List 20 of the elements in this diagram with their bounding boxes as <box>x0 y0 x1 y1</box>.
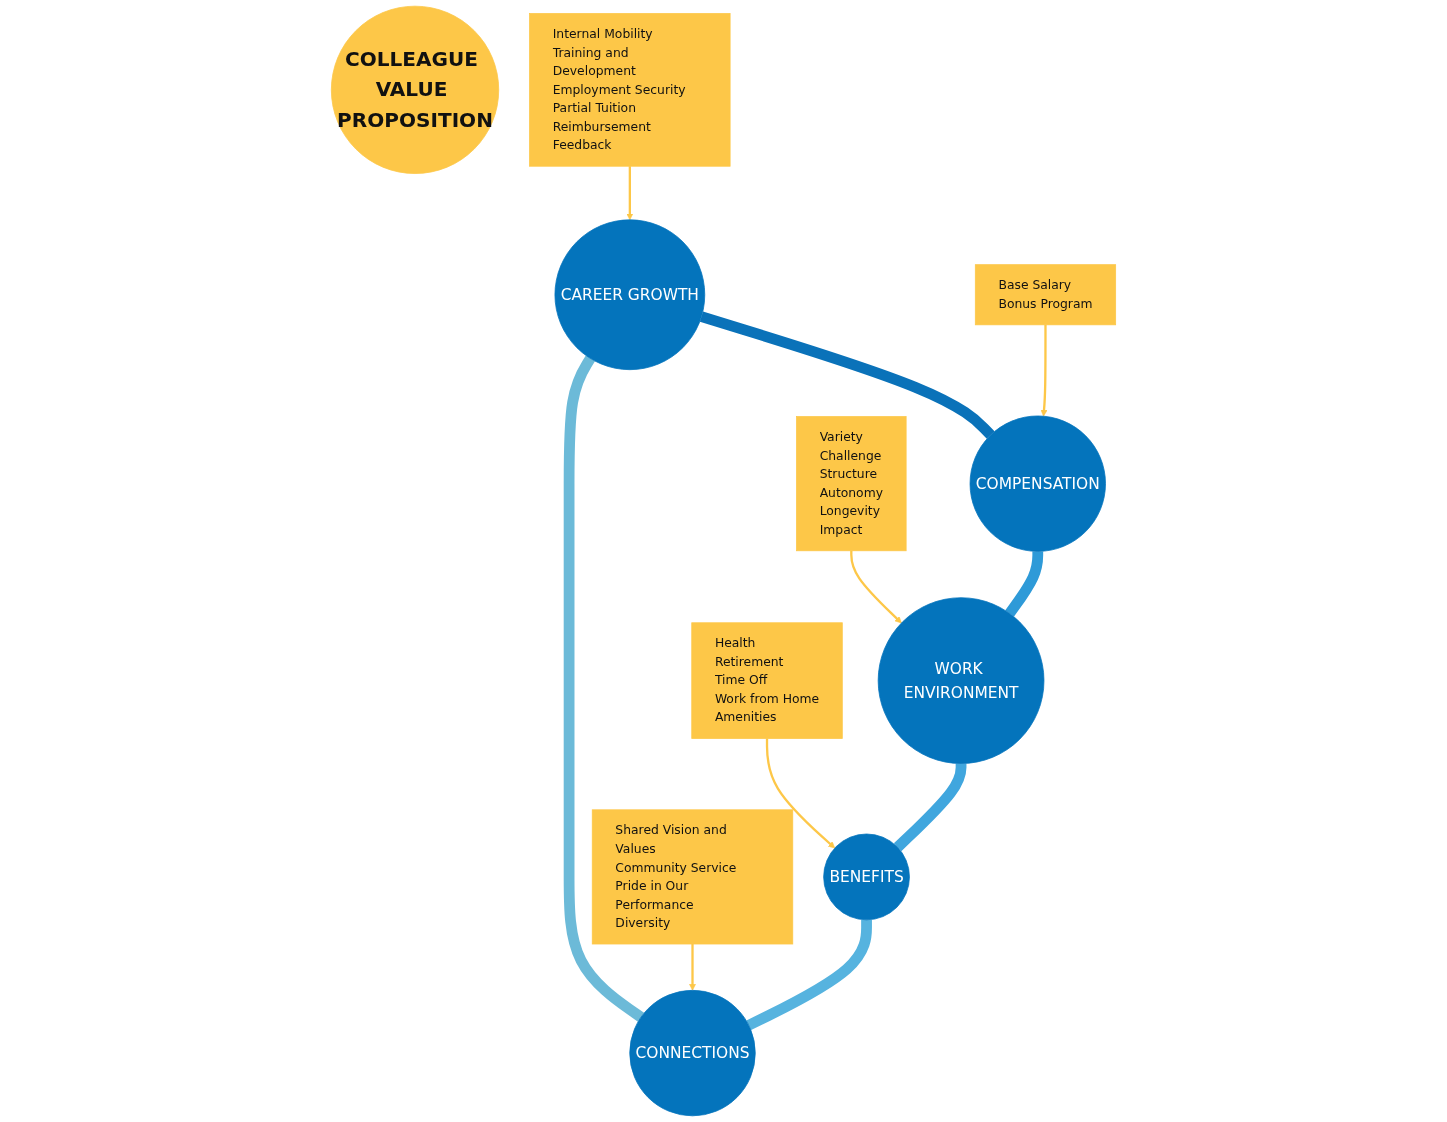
node-circle: BENEFITS <box>823 833 910 921</box>
connector <box>699 311 995 439</box>
arrow <box>765 738 836 849</box>
arrow <box>689 944 696 991</box>
node-box: Variety Challenge Structure Autonomy Longevity Impact <box>796 416 907 552</box>
node-box: Health Retirement Time Off Work from Home Amenities <box>691 622 843 739</box>
node-box: Shared Vision and Values Community Service Pride in Our Performance Diversity <box>591 809 794 945</box>
node-circle: COMPENSATION <box>969 415 1106 552</box>
arrow <box>1040 324 1048 417</box>
arrow <box>850 550 902 624</box>
connector <box>563 355 645 1022</box>
connector <box>1005 549 1044 617</box>
node-circle: COLLEAGUE VALUE PROPOSITION <box>330 5 500 174</box>
node-circle: CAREER GROWTH <box>554 219 706 371</box>
node-circle: WORK ENVIRONMENT <box>877 597 1045 764</box>
node-box: Internal Mobility Training and Development Employment Security Partial Tuition Reimbursement Feedback <box>529 13 731 167</box>
connector <box>893 762 967 852</box>
arrow <box>626 166 634 221</box>
node-box: Base Salary Bonus Program <box>974 264 1117 326</box>
node-circle: CONNECTIONS <box>629 989 756 1117</box>
